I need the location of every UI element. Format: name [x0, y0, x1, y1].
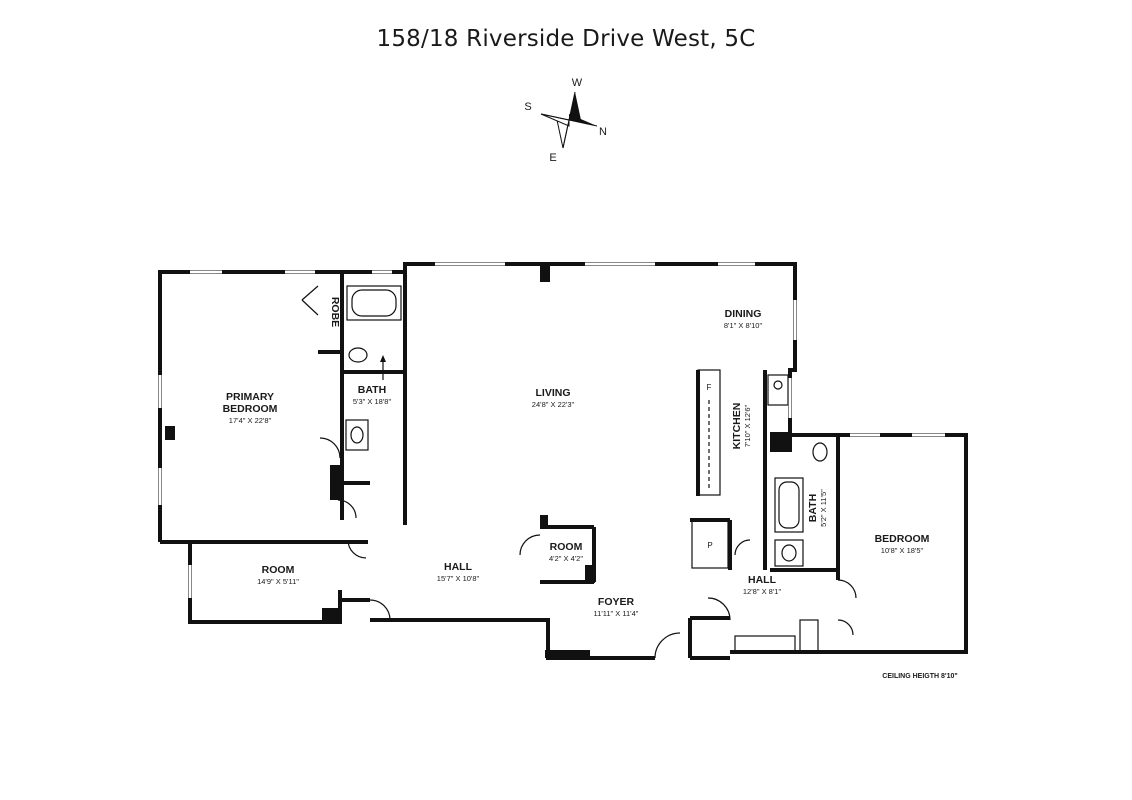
- primary-bedroom-name-2: BEDROOM: [223, 403, 278, 415]
- interior-walls: [165, 264, 857, 659]
- kitchen-dims: 7'10" X 12'6": [743, 404, 752, 447]
- hall-east-dims: 12'8" X 8'1": [743, 587, 782, 596]
- room-west-name: ROOM: [262, 564, 295, 576]
- compass-s: S: [524, 101, 531, 113]
- bedroom-name: BEDROOM: [875, 533, 930, 545]
- pantry-label: P: [707, 541, 712, 550]
- dining-dims: 8'1" X 8'10": [724, 321, 763, 330]
- room-small-name: ROOM: [550, 541, 583, 553]
- floorplan-title: 158/18 Riverside Drive West, 5C: [376, 26, 756, 52]
- hall-main-name: HALL: [444, 561, 473, 573]
- bath1-dims: 5'3" X 18'8": [353, 397, 392, 406]
- kitchen-name: KITCHEN: [731, 403, 743, 450]
- primary-bedroom-dims: 17'4" X 22'8": [229, 416, 272, 425]
- living-name: LIVING: [535, 387, 570, 399]
- foyer-dims: 11'11" X 11'4": [594, 609, 639, 618]
- hall-main-dims: 15'7" X 10'8": [437, 574, 480, 583]
- dining-name: DINING: [725, 308, 762, 320]
- room-west-dims: 14'9" X 5'11": [257, 577, 299, 586]
- primary-bedroom-name-1: PRIMARY: [226, 391, 274, 403]
- hall-east-name: HALL: [748, 574, 777, 586]
- foyer-name: FOYER: [598, 596, 635, 608]
- room-small-dims: 4'2" X 4'2": [549, 554, 583, 563]
- robe-label: ROBE: [329, 297, 341, 327]
- windows: [158, 262, 945, 598]
- exterior-walls: [158, 262, 968, 660]
- living-dims: 24'8" X 22'3": [532, 400, 575, 409]
- compass-n: N: [599, 126, 607, 138]
- compass-rose-icon: W N E S: [524, 77, 607, 164]
- bedroom-dims: 10'8" X 18'5": [881, 546, 924, 555]
- bath1-name: BATH: [358, 384, 386, 396]
- fridge-label: F: [707, 383, 712, 392]
- bath2-dims: 5'2" X 11'5": [819, 489, 828, 527]
- room-labels: PRIMARY BEDROOM 17'4" X 22'8" ROBE BATH …: [223, 297, 958, 680]
- ceiling-height: CEILING HEIGTH 8'10": [882, 673, 957, 680]
- bath2-name: BATH: [807, 494, 819, 522]
- compass-w: W: [572, 77, 583, 89]
- compass-e: E: [549, 152, 556, 164]
